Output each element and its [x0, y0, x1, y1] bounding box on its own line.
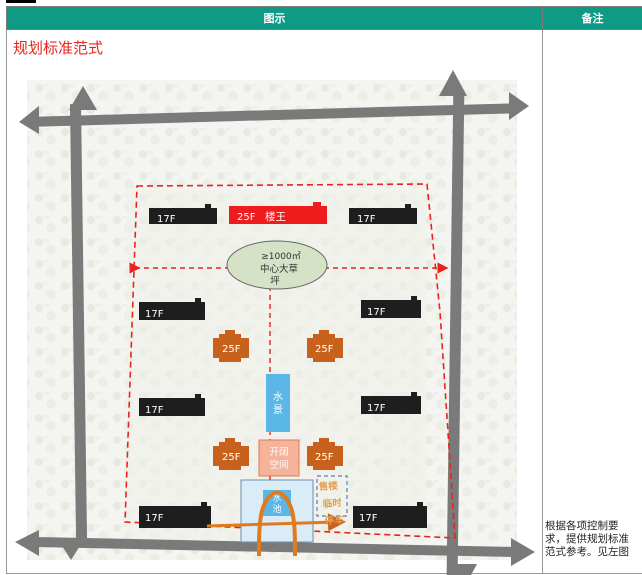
- landmark-name-label: 楼王: [265, 210, 286, 223]
- landmark-floor-label: 25F: [237, 212, 256, 223]
- water-feature-label-a: 水: [273, 391, 283, 403]
- open-space-label-2: 空间: [269, 459, 288, 471]
- sales-label-3: 停车: [324, 514, 344, 527]
- road-bottom-arrow-right: [511, 538, 535, 566]
- open-space-label: 开阔: [269, 446, 288, 458]
- sales-label-1: 售楼: [318, 480, 338, 493]
- note-cell: 根据各项控制要求，提供规划标准范式参考。见左图: [543, 30, 642, 574]
- building-label: 17F: [145, 309, 164, 320]
- building-label: 17F: [145, 405, 164, 416]
- building-label: 25F: [315, 344, 334, 355]
- building-label: 17F: [145, 513, 164, 524]
- figure-title: 规划标准范式: [13, 37, 103, 58]
- water-pool-label-b: 池: [272, 503, 281, 515]
- building-label: 17F: [367, 307, 386, 318]
- lawn-name-label: 中心大草: [260, 263, 298, 275]
- building-label: 25F: [315, 452, 334, 463]
- road-top-arrow-right: [509, 92, 529, 120]
- building-label: 17F: [157, 214, 176, 225]
- building-label: 17F: [359, 513, 378, 524]
- table-row: 规划标准范式: [7, 30, 642, 574]
- sales-label-2: 临时: [322, 497, 342, 510]
- building-label: 17F: [357, 214, 376, 225]
- figure-cell: 规划标准范式: [7, 30, 543, 574]
- building-label: 25F: [222, 452, 241, 463]
- water-feature-label-b: 景: [273, 404, 283, 416]
- header-note: 备注: [543, 7, 642, 30]
- building-label: 17F: [367, 403, 386, 414]
- water-feature: [266, 374, 290, 432]
- building-label: 25F: [222, 344, 241, 355]
- table-header-row: 图示 备注: [7, 7, 642, 30]
- top-rule: [6, 0, 36, 3]
- lawn-area-label: ≥1000㎡: [261, 251, 300, 262]
- header-figure: 图示: [7, 7, 543, 30]
- note-text: 根据各项控制要求，提供规划标准范式参考。见左图: [543, 520, 642, 573]
- lawn-name-label-2: 坪: [270, 275, 280, 287]
- site-plan: ≥1000㎡ 中心大草 坪 17F 17F 17F: [7, 60, 543, 575]
- spec-table: 图示 备注 规划标准范式: [6, 6, 642, 574]
